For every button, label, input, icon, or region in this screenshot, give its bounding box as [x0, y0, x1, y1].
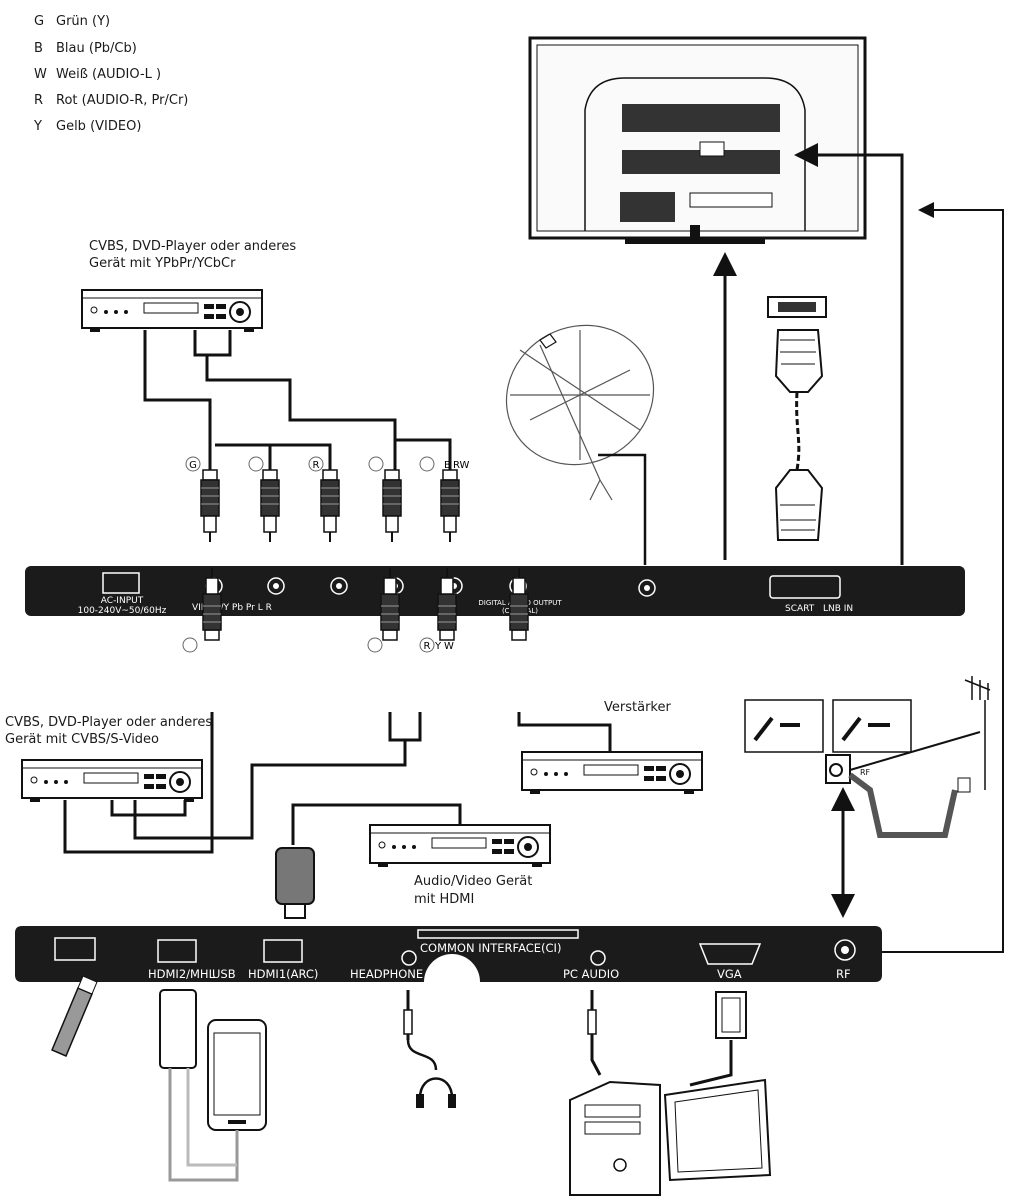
svg-text:W: W [444, 641, 454, 652]
dvd-player-component [81, 289, 263, 333]
amplifier-caption: Verstärker [604, 700, 671, 715]
dvd-player-cvbs [21, 759, 203, 803]
lower-connector-panel: HDMI2/MHL USB HDMI1(ARC) HEADPHONE COMMO… [15, 926, 882, 982]
upper-connector-panel: AC-INPUT 100-240V~50/60Hz VIDEO/Y Pb Pr … [25, 566, 965, 616]
svg-text:RF: RF [860, 768, 871, 777]
av-hdmi-caption-1: Audio/Video Gerät [414, 874, 533, 889]
hdmi-plug [275, 847, 315, 919]
dvd-top-caption-2: Gerät mit YPbPr/YCbCr [89, 256, 236, 271]
rca-plug-top [440, 469, 460, 543]
rca-plug-top [320, 469, 340, 543]
scart-cable [767, 296, 827, 541]
tv-back [528, 36, 867, 244]
headphones-icon [403, 990, 456, 1108]
svg-text:G: G [189, 460, 197, 471]
rca-plug-top [200, 469, 220, 543]
svg-text:AC-INPUT: AC-INPUT [101, 596, 144, 606]
svg-text:Y: Y [434, 641, 442, 652]
plug-markers-top: G R B RW [185, 456, 470, 472]
svg-text:R: R [313, 460, 320, 471]
av-hdmi-caption-2: mit HDMI [414, 892, 475, 907]
svg-text:COMMON INTERFACE(CI): COMMON INTERFACE(CI) [420, 941, 561, 955]
component-cables [143, 330, 452, 470]
rca-plug-bottom [437, 567, 457, 641]
svg-text:VGA: VGA [717, 967, 742, 981]
svg-text:HDMI1(ARC): HDMI1(ARC) [248, 967, 318, 981]
rca-plug-top [382, 469, 402, 543]
svg-text:100-240V~50/60Hz: 100-240V~50/60Hz [78, 606, 167, 616]
smartphone-icon [159, 989, 267, 1182]
rca-plug-bottom [380, 567, 400, 641]
computer-icon [569, 1078, 772, 1196]
svg-text:RF: RF [836, 967, 851, 981]
svg-text:PC AUDIO: PC AUDIO [563, 967, 619, 981]
svg-text:USB: USB [212, 967, 236, 981]
dvd-left-caption-1: CVBS, DVD-Player oder anderes [5, 715, 213, 730]
usb-stick-icon [51, 975, 98, 1057]
svg-text:VIDEO/Y Pb Pr L R: VIDEO/Y Pb Pr L R [192, 603, 272, 613]
svg-text:HEADPHONE: HEADPHONE [350, 967, 423, 981]
svg-text:LNB IN: LNB IN [823, 604, 853, 614]
rca-plug-bottom [202, 567, 222, 641]
svg-text:HDMI2/MHL: HDMI2/MHL [148, 967, 216, 981]
vga-plug [689, 991, 747, 1087]
plug-markers-bottom: R Y W [182, 637, 454, 653]
svg-text:R: R [424, 641, 431, 652]
lower-cables [63, 712, 612, 854]
rca-plug-bottom [509, 567, 529, 641]
svg-text:RW: RW [453, 460, 470, 471]
rca-plug-top [260, 469, 280, 543]
av-hdmi-device [369, 824, 551, 868]
dvd-left-caption-2: Gerät mit CVBS/S-Video [5, 732, 160, 747]
antenna-connection: RF [744, 676, 991, 838]
satellite-dish [505, 324, 655, 501]
dvd-top-caption-1: CVBS, DVD-Player oder anderes [89, 239, 297, 254]
amplifier [521, 751, 703, 795]
svg-text:B: B [444, 460, 451, 471]
svg-text:SCART: SCART [785, 604, 815, 614]
